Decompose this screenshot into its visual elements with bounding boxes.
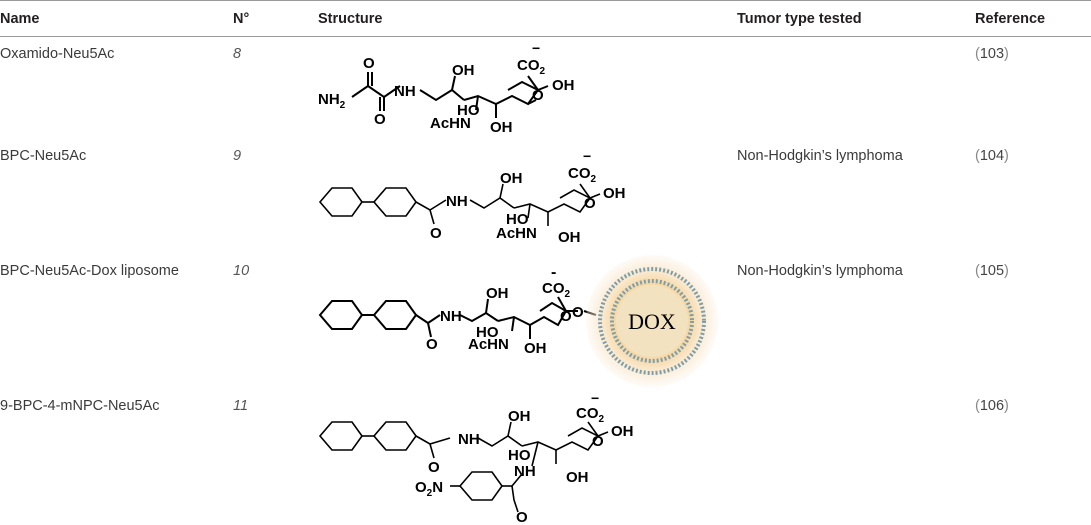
structure-oxamido-neu5ac: NH2 O O NH OH CO2 − OH O HO AcHN OH	[318, 40, 575, 136]
header-tumor-type: Tumor type tested	[737, 11, 862, 27]
label-oh: OH	[500, 170, 523, 187]
label-oh: OH	[524, 340, 547, 357]
reference-number: 104	[979, 148, 1005, 164]
label-o: O	[426, 336, 438, 353]
label-nh: NH	[440, 308, 462, 325]
reference-number: 106	[979, 398, 1005, 414]
compound-name: BPC-Neu5Ac-Dox liposome	[0, 263, 179, 279]
label-oh: OH	[558, 229, 581, 246]
reference: (105)	[975, 263, 1009, 279]
label-oh: OH	[611, 423, 634, 440]
structure-bpc-neu5ac: NH O OH CO2 − OH O HO AcHN OH	[318, 148, 626, 246]
label-nh2: NH2	[318, 91, 346, 111]
label-charge: −	[532, 40, 540, 56]
label-ho: HO	[457, 102, 480, 119]
label-dox: DOX	[628, 309, 676, 334]
label-oh: OH	[552, 77, 575, 94]
compound-name: 9-BPC-4-mNPC-Neu5Ac	[0, 398, 160, 414]
compound-number: 8	[233, 46, 242, 62]
table-header: Name N° Structure Tumor type tested Refe…	[0, 0, 1091, 37]
header-structure: Structure	[318, 11, 383, 27]
label-ho: HO	[506, 211, 529, 228]
label-oh: OH	[566, 469, 589, 486]
label-nh: NH	[514, 463, 536, 480]
label-o2n: O2N	[415, 479, 443, 499]
label-charge: -	[551, 264, 556, 281]
label-ho: HO	[508, 447, 531, 464]
header-name: Name	[0, 11, 40, 27]
compound-number: 11	[233, 398, 249, 414]
label-co2: CO2	[576, 405, 605, 425]
label-co2: CO2	[568, 165, 597, 185]
label-oh: OH	[508, 408, 531, 425]
compound-number: 9	[233, 148, 242, 164]
label-achn: AcHN	[496, 225, 537, 242]
compound-name: BPC-Neu5Ac	[0, 148, 87, 164]
label-ring-o: O	[592, 433, 604, 450]
label-ring-o: O	[532, 87, 544, 104]
reference: (104)	[975, 148, 1009, 164]
label-nh: NH	[446, 193, 468, 210]
label-o: O	[428, 459, 440, 476]
structure-bpc-neu5ac-dox-liposome: DOX NH O OH CO2 - O O HO AcHN OH	[318, 255, 718, 387]
label-oh: OH	[490, 119, 513, 136]
header-number: N°	[233, 11, 250, 27]
tumor-type: Non-Hodgkin’s lymphoma	[737, 148, 903, 164]
label-nh: NH	[394, 83, 416, 100]
reference-number: 103	[979, 46, 1005, 62]
label-oh: OH	[486, 285, 509, 302]
label-co2: CO2	[542, 280, 571, 300]
compound-name: Oxamido-Neu5Ac	[0, 46, 115, 62]
label-charge: −	[583, 148, 591, 164]
label-o: O	[363, 55, 375, 72]
label-o: O	[430, 225, 442, 242]
label-achn: AcHN	[430, 115, 471, 132]
label-oh: OH	[452, 62, 475, 79]
label-co2: CO2	[517, 57, 546, 77]
structure-9-bpc-4-mnpc-neu5ac: NH O OH CO2 − OH O HO NH OH O2N O	[318, 390, 634, 525]
label-charge: −	[591, 390, 599, 406]
reference: (106)	[975, 398, 1009, 414]
label-o: O	[374, 111, 386, 128]
label-nh: NH	[458, 431, 480, 448]
reference-number: 105	[979, 263, 1005, 279]
label-o: O	[516, 509, 528, 525]
label-linker-o: O	[572, 304, 584, 321]
header-reference: Reference	[975, 11, 1046, 27]
tumor-type: Non-Hodgkin’s lymphoma	[737, 263, 903, 279]
label-oh: OH	[603, 185, 626, 202]
compound-number: 10	[233, 263, 250, 279]
label-ring-o: O	[584, 195, 596, 212]
label-ring-o: O	[560, 308, 572, 325]
label-ho: HO	[476, 324, 499, 341]
label-achn: AcHN	[468, 336, 509, 353]
reference: (103)	[975, 46, 1009, 62]
